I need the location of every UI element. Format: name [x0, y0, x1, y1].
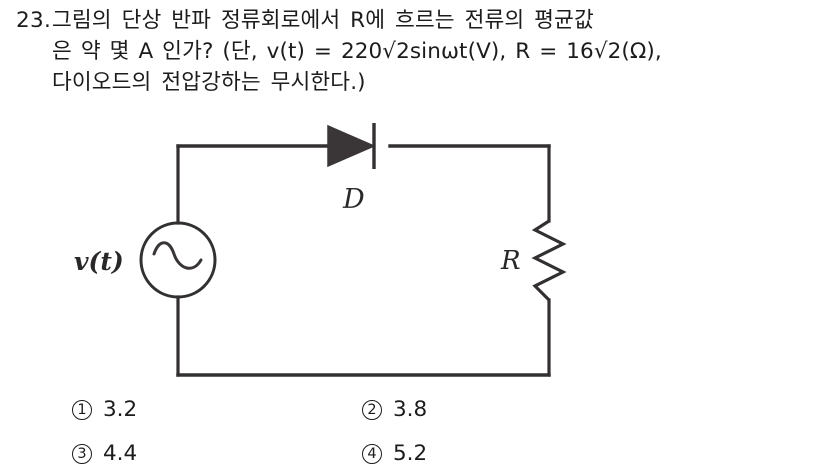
ac-source-symbol: [139, 221, 217, 299]
resistor-zigzag-symbol: [531, 219, 567, 302]
diode-symbol: [327, 123, 376, 169]
answer-options-group: 1 3.2 2 3.8 3 4.4 4 5.2: [0, 396, 826, 476]
option-marker-2: 2: [362, 399, 382, 420]
circuit-svg: v(t) D R: [74, 123, 567, 377]
diode-triangle-icon: [327, 124, 376, 168]
answer-option-4[interactable]: 4 5.2: [362, 443, 427, 465]
circuit-diagram: v(t) D R: [60, 108, 580, 393]
question-text-line-1: 그림의 단상 반파 정류회로에서 R에 흐르는 전류의 평균값: [52, 8, 594, 33]
answer-option-2[interactable]: 2 3.8: [362, 399, 427, 421]
answer-option-1[interactable]: 1 3.2: [72, 399, 137, 421]
resistor-label: R: [500, 246, 521, 276]
option-marker-3: 3: [72, 443, 92, 464]
option-marker-1: 1: [72, 399, 92, 420]
question-text-line-3: 다이오드의 전압강하는 무시한다.): [52, 70, 366, 95]
question-number: 23.: [16, 8, 52, 33]
sine-wave-icon: [152, 241, 203, 270]
question-text-line-2: 은 약 몇 A 인가? (단, v(t) = 220√2sinωt(V), R …: [52, 39, 662, 64]
option-value-2: 3.8: [393, 397, 428, 422]
ac-source-circle: [139, 221, 217, 299]
answer-option-3[interactable]: 3 4.4: [72, 443, 137, 465]
option-value-1: 3.2: [103, 397, 138, 422]
source-label: v(t): [74, 247, 124, 276]
diode-label: D: [342, 184, 365, 215]
option-value-4: 5.2: [393, 441, 428, 466]
option-value-3: 4.4: [103, 441, 138, 466]
option-marker-4: 4: [362, 443, 382, 464]
